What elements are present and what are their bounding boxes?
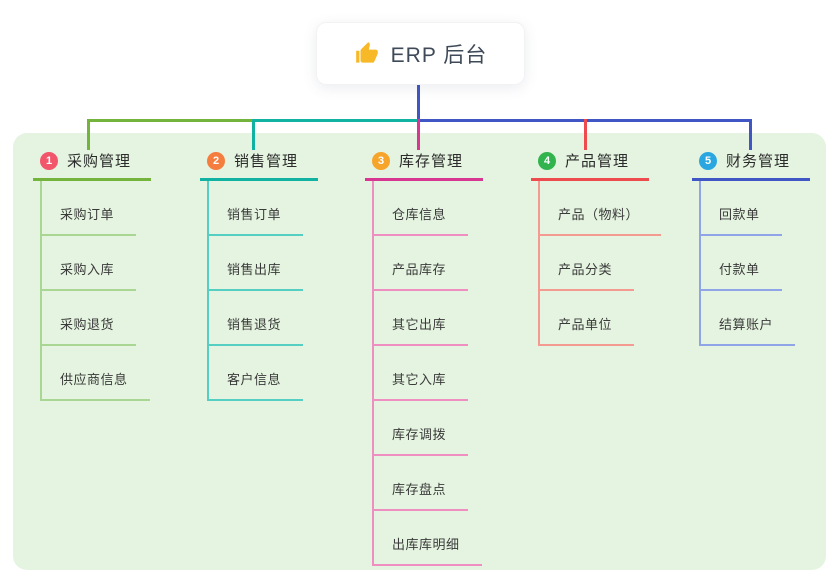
child-node[interactable]: 其它出库 [372, 314, 469, 346]
branch-title: 财务管理 [726, 153, 791, 170]
child-node[interactable]: 库存调拨 [372, 424, 469, 456]
child-node[interactable]: 回款单 [699, 204, 782, 236]
child-row: 供应商信息 [40, 346, 151, 401]
child-row: 产品库存 [372, 236, 483, 291]
child-row: 回款单 [699, 181, 810, 236]
child-row: 销售订单 [207, 181, 318, 236]
branch-trunk-line [372, 181, 374, 566]
branch-drop-line [583, 119, 587, 150]
child-node[interactable]: 客户信息 [207, 369, 304, 401]
branch-库存管理: 3 库存管理仓库信息产品库存其它出库其它入库库存调拨库存盘点出库库明细 [365, 150, 484, 566]
branch-node[interactable]: 1 采购管理 [33, 150, 152, 181]
root-node[interactable]: ERP 后台 [316, 22, 525, 85]
child-row: 其它出库 [372, 291, 483, 346]
branch-children: 回款单付款单结算账户 [699, 181, 810, 346]
child-row: 销售退货 [207, 291, 318, 346]
branch-title: 采购管理 [67, 153, 132, 170]
branch-node[interactable]: 4 产品管理 [531, 150, 650, 181]
child-node[interactable]: 产品分类 [538, 259, 635, 291]
branch-drop-line [251, 119, 255, 150]
rail-left [87, 119, 253, 122]
child-row: 采购入库 [40, 236, 151, 291]
child-node[interactable]: 其它入库 [372, 369, 469, 401]
branch-number-badge: 4 [538, 151, 556, 170]
child-node[interactable]: 销售退货 [207, 314, 304, 346]
child-node[interactable]: 采购入库 [40, 259, 137, 291]
branches-panel [13, 133, 826, 570]
branch-产品管理: 4 产品管理产品（物料） 产品分类产品单位 [531, 150, 662, 346]
child-row: 产品单位 [538, 291, 661, 346]
child-node[interactable]: 出库库明细 [372, 534, 482, 566]
rail-mid [252, 119, 418, 122]
branch-drop-line [748, 119, 752, 150]
child-row: 产品（物料） [538, 181, 662, 236]
child-row: 付款单 [699, 236, 810, 291]
child-node[interactable]: 库存盘点 [372, 479, 469, 511]
child-row: 采购退货 [40, 291, 151, 346]
branch-number-badge: 3 [372, 151, 390, 170]
branch-children: 产品（物料） 产品分类产品单位 [538, 181, 662, 346]
branch-node[interactable]: 5 财务管理 [692, 150, 811, 181]
child-row: 销售出库 [207, 236, 318, 291]
branch-title: 库存管理 [399, 153, 464, 170]
child-node[interactable]: 采购退货 [40, 314, 137, 346]
branch-财务管理: 5 财务管理回款单付款单结算账户 [692, 150, 811, 346]
child-row: 其它入库 [372, 346, 483, 401]
child-node[interactable]: 销售出库 [207, 259, 304, 291]
branch-number-badge: 2 [207, 151, 225, 170]
child-row: 出库库明细 [372, 511, 483, 566]
child-node[interactable]: 仓库信息 [372, 204, 469, 236]
branch-drop-line [86, 119, 90, 150]
branch-drop-line [416, 119, 420, 150]
child-node[interactable]: 产品（物料） [538, 204, 662, 236]
child-row: 产品分类 [538, 236, 661, 291]
child-node[interactable]: 供应商信息 [40, 369, 150, 401]
child-node[interactable]: 产品库存 [372, 259, 469, 291]
branch-node[interactable]: 2 销售管理 [200, 150, 319, 181]
branch-trunk-line [40, 181, 42, 401]
child-row: 采购订单 [40, 181, 151, 236]
child-row: 库存盘点 [372, 456, 483, 511]
child-row: 库存调拨 [372, 401, 483, 456]
child-row: 仓库信息 [372, 181, 483, 236]
branch-trunk-line [699, 181, 701, 346]
child-node[interactable]: 销售订单 [207, 204, 304, 236]
root-title: ERP 后台 [390, 43, 488, 67]
child-node[interactable]: 付款单 [699, 259, 782, 291]
branch-title: 销售管理 [234, 153, 299, 170]
branch-node[interactable]: 3 库存管理 [365, 150, 484, 181]
branch-销售管理: 2 销售管理销售订单销售出库销售退货客户信息 [200, 150, 319, 401]
branch-trunk-line [538, 181, 540, 346]
branch-children: 采购订单采购入库采购退货供应商信息 [40, 181, 151, 401]
branch-采购管理: 1 采购管理采购订单采购入库采购退货供应商信息 [33, 150, 152, 401]
root-stem-line [416, 84, 420, 120]
branch-number-badge: 5 [699, 151, 717, 170]
child-row: 结算账户 [699, 291, 810, 346]
thumbs-up-icon [354, 41, 380, 67]
branch-children: 仓库信息产品库存其它出库其它入库库存调拨库存盘点出库库明细 [372, 181, 483, 566]
branch-children: 销售订单销售出库销售退货客户信息 [207, 181, 318, 401]
child-node[interactable]: 产品单位 [538, 314, 635, 346]
branch-title: 产品管理 [565, 153, 630, 170]
branch-trunk-line [207, 181, 209, 401]
child-row: 客户信息 [207, 346, 318, 401]
child-node[interactable]: 结算账户 [699, 314, 796, 346]
child-node[interactable]: 采购订单 [40, 204, 137, 236]
branch-number-badge: 1 [40, 151, 58, 170]
